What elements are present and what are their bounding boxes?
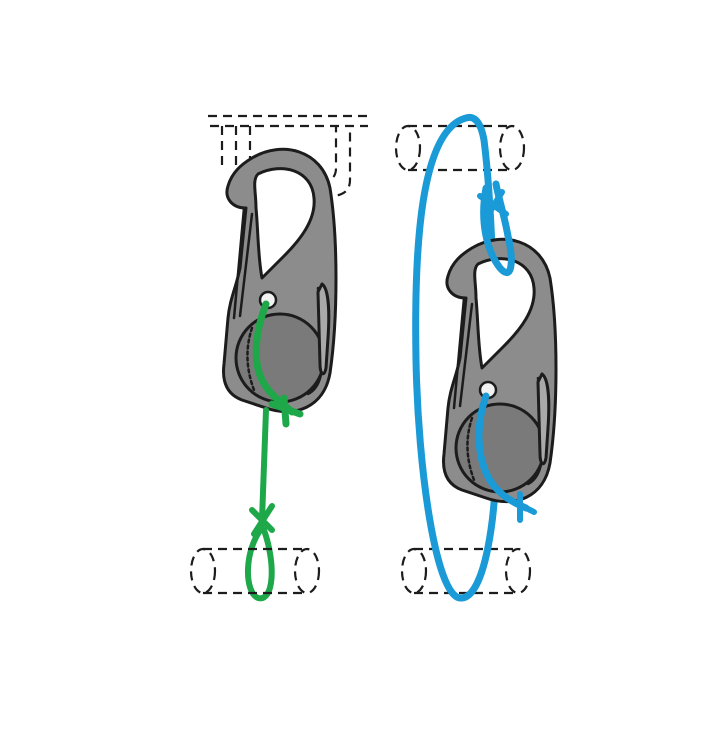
left-assembly bbox=[189, 114, 370, 602]
toggle-cord-icon bbox=[477, 180, 515, 277]
dashed-tube-icon bbox=[400, 547, 532, 595]
carabiner-clip-icon bbox=[222, 147, 338, 414]
dashed-tube-icon bbox=[394, 124, 526, 172]
toggle-cord-icon bbox=[245, 300, 304, 602]
toggle-cord-icon bbox=[475, 392, 537, 523]
loop-cord-icon bbox=[412, 113, 500, 602]
right-assembly bbox=[394, 113, 558, 602]
carabiner-clip-icon bbox=[442, 237, 558, 504]
dashed-tube-icon bbox=[189, 547, 321, 595]
